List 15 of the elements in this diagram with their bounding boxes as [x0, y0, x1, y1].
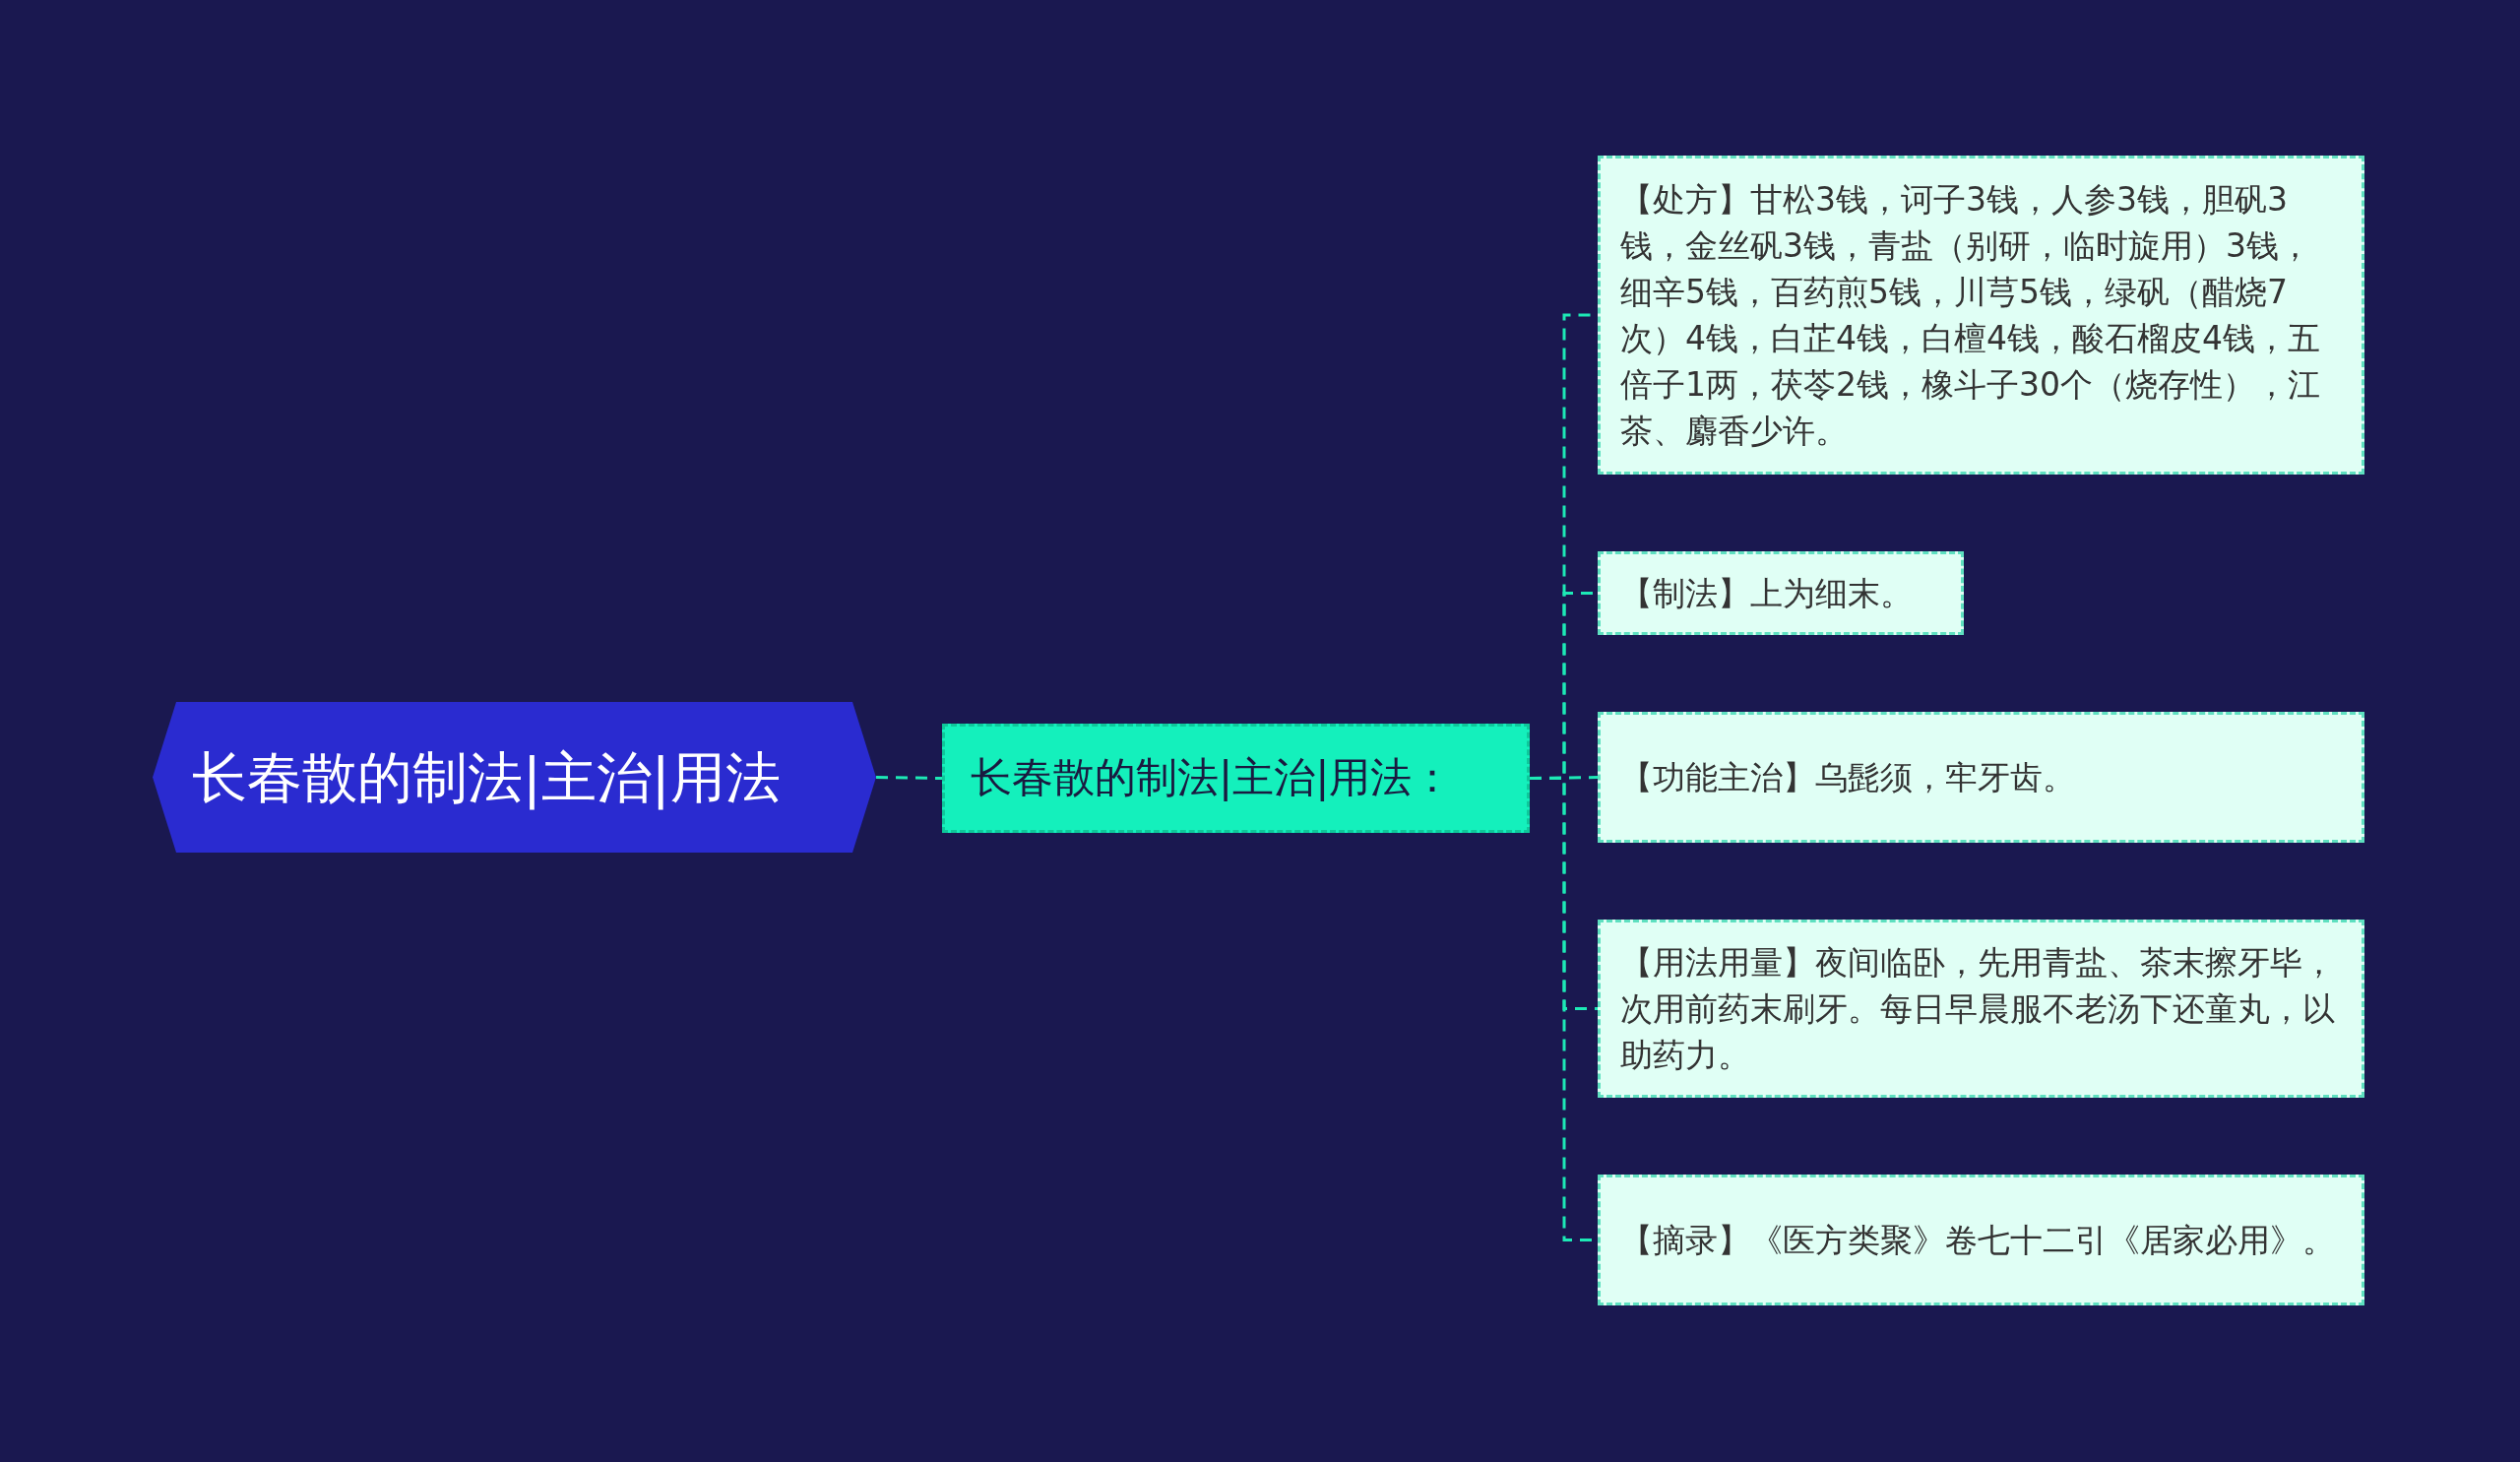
node-text: 【用法用量】夜间临卧，先用青盐、茶末擦牙毕，次用前药末刷牙。每日早晨服不老汤下还童丸，以助药力。 — [1620, 942, 2336, 1076]
node-text: 长春散的制法|主治|用法 — [192, 743, 781, 811]
detail-box — [1598, 920, 2364, 1098]
node-text: 长春散的制法|主治|用法： — [971, 753, 1454, 803]
node-text: 【摘录】《医方类聚》卷七十二引《居家必用》。 — [1620, 1220, 2335, 1261]
subtopic-box — [942, 724, 1530, 833]
topic-hexagon — [153, 702, 876, 853]
connector-line — [875, 776, 943, 780]
node-text: 【处方】甘松3钱，诃子3钱，人参3钱，胆矾3钱，金丝矾3钱，青盐（别研，临时旋用）3钱，细辛5钱，百药煎5钱，川芎5钱，绿矾（醋烧7次）4钱，白芷4钱，白檀4钱，酸石榴皮4钱，五倍子1两，茯苓2钱，橡斗子30个（烧存性），江茶、麝香少许。 — [1620, 179, 2321, 452]
detail-box — [1598, 551, 1964, 635]
node-text: 【制法】上为细末。 — [1620, 573, 1913, 614]
detail-box — [1598, 156, 2364, 475]
node-text: 【功能主治】乌髭须，牢牙齿。 — [1620, 757, 2075, 798]
detail-box — [1598, 1175, 2364, 1305]
detail-box — [1598, 712, 2364, 843]
